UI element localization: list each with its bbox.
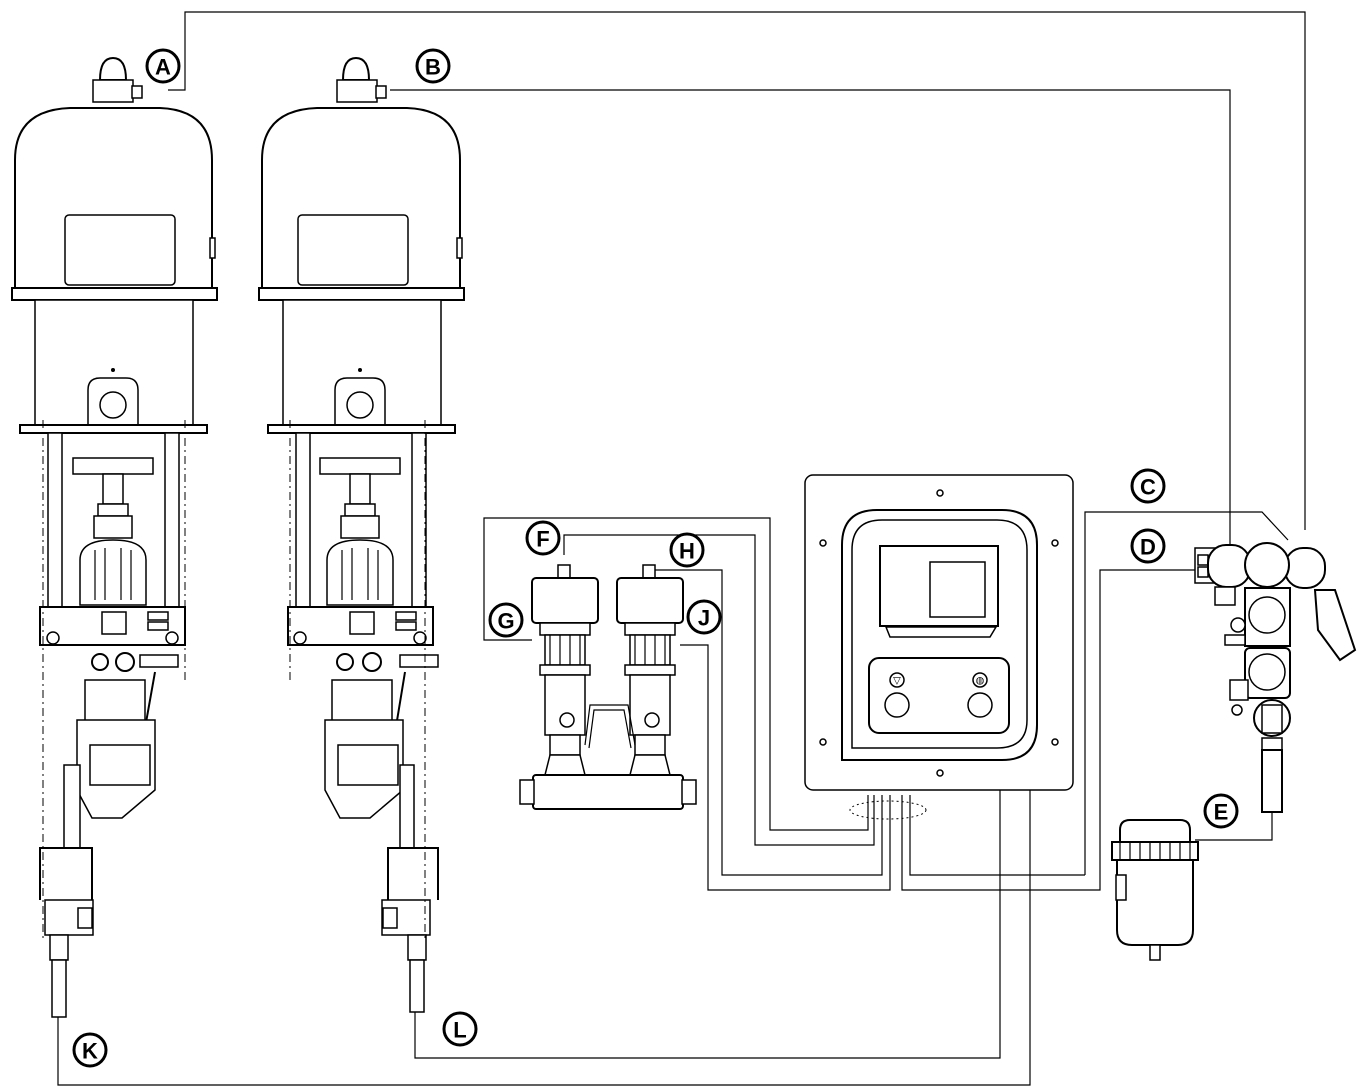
callout-c: C	[1130, 468, 1166, 504]
callout-b-label: B	[425, 55, 441, 80]
filter-housing	[1119, 819, 1191, 843]
callout-j-label: J	[698, 606, 710, 631]
line-h	[655, 569, 883, 876]
label-plate-a	[64, 214, 176, 286]
air-fitting-a	[92, 79, 134, 103]
line-bundle-right	[901, 795, 1101, 891]
line-l	[414, 788, 1001, 1059]
callout-a: A	[145, 48, 181, 84]
start-symbol: ◍	[976, 676, 985, 687]
lift-ring-b	[341, 56, 371, 81]
callout-f: F	[525, 520, 561, 556]
line-f	[563, 534, 875, 846]
dispense-valve-assembly	[519, 564, 697, 810]
pump-b	[258, 56, 465, 1013]
callout-k-label: K	[82, 1039, 98, 1064]
callout-d-label: D	[1140, 535, 1156, 560]
callout-h-label: H	[679, 539, 695, 564]
callout-c-label: C	[1140, 475, 1156, 500]
callout-l-label: L	[453, 1018, 466, 1043]
connection-lines	[57, 11, 1306, 1086]
callout-k: K	[72, 1032, 108, 1068]
callout-d: D	[1130, 528, 1166, 564]
line-c	[1084, 511, 1289, 875]
lift-ring-a	[98, 56, 128, 81]
line-a	[168, 11, 1306, 530]
stop-button	[884, 692, 910, 718]
mix-manifold	[532, 774, 684, 810]
control-cabinet: ▽ ◍	[804, 474, 1074, 791]
line-g	[483, 517, 869, 831]
stop-symbol: ▽	[893, 676, 901, 687]
line-j	[680, 644, 891, 891]
line-e	[1195, 812, 1273, 841]
callout-l: L	[442, 1011, 478, 1047]
callout-e: E	[1203, 793, 1239, 829]
pump-a	[11, 56, 218, 1018]
callout-e-label: E	[1214, 800, 1229, 825]
air-manifold	[1194, 542, 1357, 813]
filter-bowl	[1116, 859, 1194, 946]
callout-g: G	[488, 602, 524, 638]
air-fitting-b	[336, 79, 378, 103]
callout-j: J	[686, 599, 722, 635]
line-k	[57, 788, 1031, 1086]
callout-a-label: A	[155, 55, 171, 80]
start-button	[967, 692, 993, 718]
cable-bundle	[849, 800, 927, 820]
callout-h: H	[669, 532, 705, 568]
callout-f-label: F	[536, 527, 549, 552]
label-plate-b	[297, 214, 409, 286]
callout-g-label: G	[497, 609, 514, 634]
line-d	[1099, 569, 1195, 880]
stop-control: ▽	[884, 672, 910, 718]
air-filter	[1111, 819, 1199, 961]
start-control: ◍	[967, 672, 993, 718]
line-bundle-right-2	[909, 795, 1085, 876]
callout-b: B	[415, 48, 451, 84]
line-b	[390, 89, 1231, 560]
